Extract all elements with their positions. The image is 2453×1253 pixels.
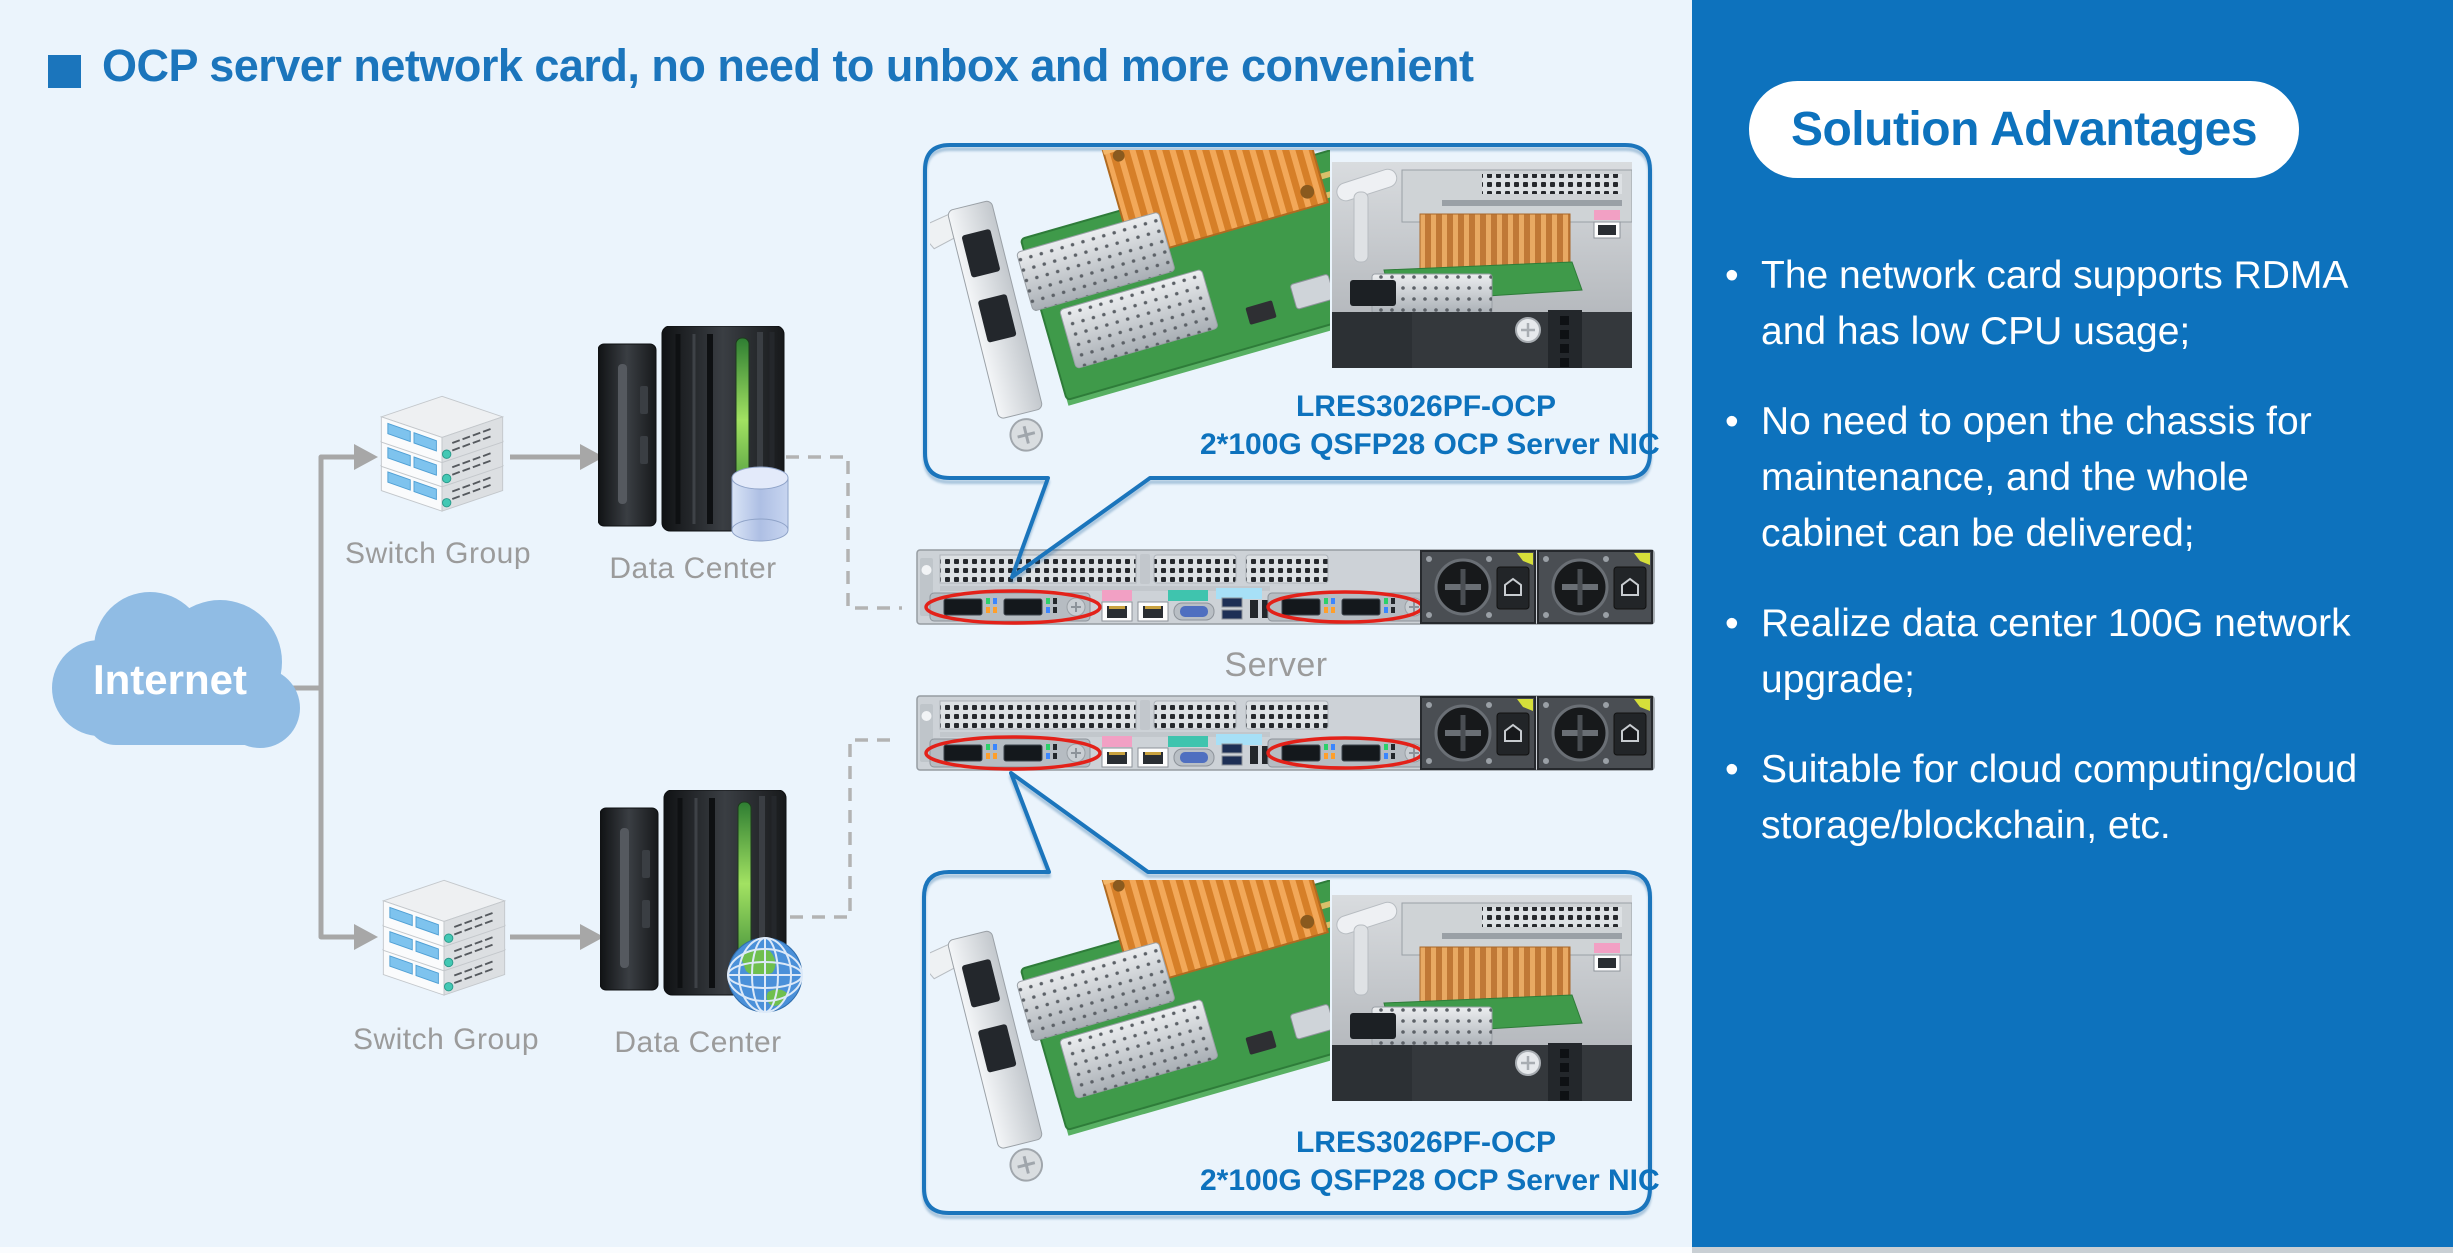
list-item: • Realize data center 100G network upgra… [1725,596,2430,708]
nic-model-top: LRES3026PF-OCP [1295,390,1557,423]
nic-installed-image-top [1332,162,1632,368]
database-cylinder-icon [731,466,789,542]
server-label: Server [1224,646,1328,684]
data-center-top-icon [598,326,789,542]
bullet-dot-icon: • [1725,602,1739,645]
arrowhead-to-datacenter-bottom [580,924,604,950]
advantage-text: Realize data center 100G network upgrade… [1761,602,2351,701]
bottom-edge-strip-left [0,1247,1692,1253]
arrowhead-to-switch-top [354,444,378,470]
advantage-text: The network card supports RDMA and has l… [1761,254,2349,353]
internet-label: Internet [92,656,247,703]
bullet-dot-icon: • [1725,400,1739,443]
list-item: • The network card supports RDMA and has… [1725,248,2430,360]
data-center-bottom-icon [600,790,803,1013]
list-item: • No need to open the chassis for mainte… [1725,394,2430,562]
nic-model-bottom: LRES3026PF-OCP [1295,1126,1557,1159]
switch-group-bottom-label: Switch Group [352,1023,540,1056]
dashed-link-datacenter-top-to-server [786,455,902,610]
arrowhead-to-datacenter-top [580,444,604,470]
solution-advantages-panel: Solution Advantages • The network card s… [1692,0,2453,1253]
globe-icon [727,937,803,1013]
bottom-edge-strip-right [1692,1247,2453,1253]
nic-desc-bottom: 2*100G QSFP28 OCP Server NIC [1200,1164,1660,1197]
page-title: OCP server network card, no need to unbo… [102,40,1474,91]
list-item: • Suitable for cloud computing/cloud sto… [1725,742,2430,854]
switch-group-top-label: Switch Group [344,537,532,570]
title-bullet-square-icon [48,55,81,88]
internet-cloud-icon [52,592,300,748]
bullet-dot-icon: • [1725,748,1739,791]
advantage-text: Suitable for cloud computing/cloud stora… [1761,748,2358,847]
nic-card-image-top [930,150,1330,468]
nic-installed-image-bottom [1332,895,1632,1101]
dashed-link-datacenter-bottom-to-server [790,738,898,919]
bullet-dot-icon: • [1725,254,1739,297]
data-center-bottom-label: Data Center [614,1026,782,1059]
nic-desc-top: 2*100G QSFP28 OCP Server NIC [1200,428,1660,461]
arrowhead-to-switch-bottom [354,924,378,950]
advantages-list: • The network card supports RDMA and has… [1725,248,2430,888]
panel-heading-pill: Solution Advantages [1749,81,2299,178]
data-center-top-label: Data Center [609,552,777,585]
advantage-text: No need to open the chassis for maintena… [1761,400,2312,555]
